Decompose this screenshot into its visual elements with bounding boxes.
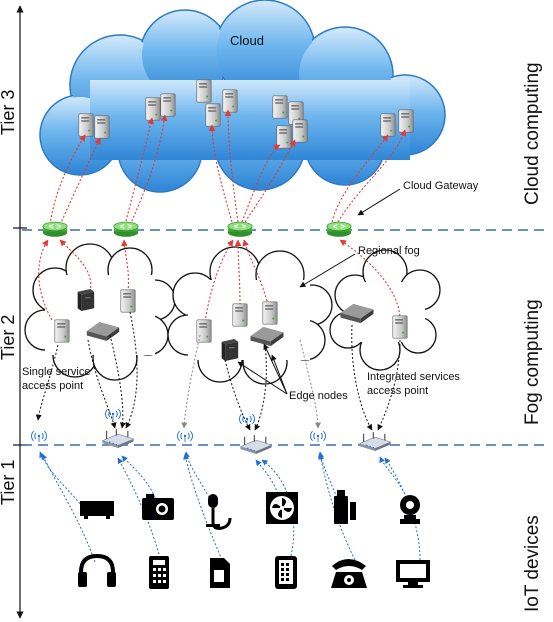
tier2-label: Tier 2	[0, 315, 18, 360]
cloud-gateway-label: Cloud Gateway	[403, 180, 479, 192]
access-points	[30, 408, 392, 455]
fog-access-links-gray	[181, 334, 321, 429]
remote-control-icon	[149, 556, 169, 589]
webcam-icon	[400, 495, 420, 524]
cloud-label: Cloud	[230, 33, 264, 48]
cloud-shape	[39, 0, 446, 193]
tv-icon	[396, 560, 430, 588]
gateway-cloud-links	[49, 109, 407, 226]
microphone-icon	[206, 494, 232, 530]
tier1-label: Tier 1	[0, 460, 18, 505]
layer-label-cloud: Cloud computing	[522, 62, 543, 205]
regional-fog-label: Regional fog	[358, 245, 420, 257]
fan-icon	[266, 492, 298, 524]
tier3-label: Tier 3	[0, 90, 18, 135]
usb-stick-icon	[334, 490, 356, 524]
integrated-services-label: Integrated services	[367, 371, 460, 383]
layer-label-fog: Fog computing	[522, 299, 543, 425]
edge-nodes-label: Edge nodes	[289, 390, 348, 402]
set-top-box-icon	[80, 501, 114, 519]
fog-access-links	[35, 311, 401, 431]
telephone-icon	[331, 559, 367, 588]
annotation-arrows	[237, 188, 401, 395]
iot-links	[39, 451, 421, 563]
layer-label-iot: IoT devices	[522, 515, 543, 612]
sim-card-icon	[210, 558, 230, 588]
camera-icon	[142, 494, 174, 520]
iot-devices-row1	[80, 490, 420, 530]
iot-devices-row2	[78, 553, 430, 589]
single-service-label: Single service	[22, 366, 90, 378]
single-service-label-line2: access point	[22, 380, 83, 392]
integrated-services-label-line2: access point	[367, 385, 428, 397]
phone-icon	[275, 556, 297, 589]
fog-gateway-links	[38, 239, 401, 323]
headphones-icon	[78, 553, 116, 587]
